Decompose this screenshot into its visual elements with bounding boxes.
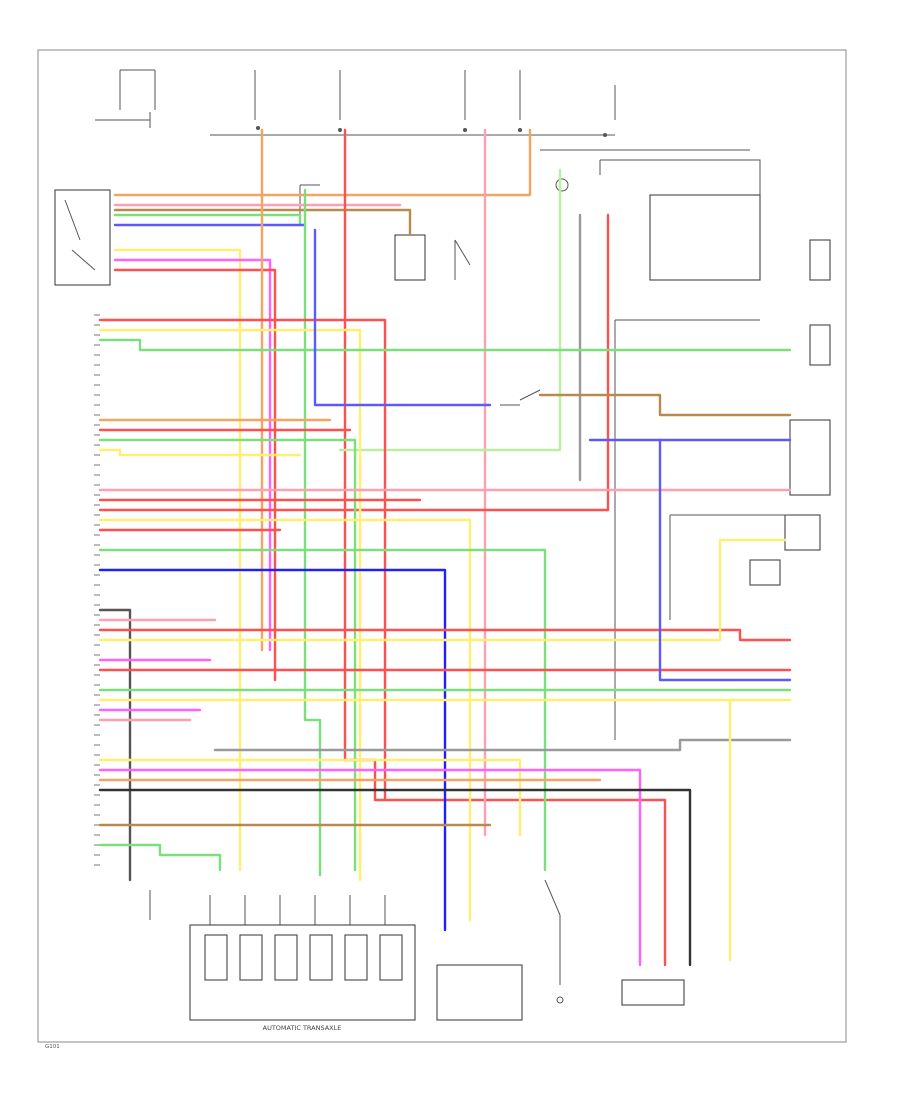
wire-green-top (113, 213, 302, 227)
diagram-frame (37, 49, 847, 1043)
ground-label: G101 (45, 1044, 60, 1050)
wire-red-right-vertical (98, 213, 610, 512)
wire-yellow-sensor (113, 248, 242, 872)
transaxle-connector: AUTOMATIC TRANSAXLE (189, 895, 416, 1032)
right-side-modules (500, 194, 831, 740)
wire-yellow-horizontal-1 (98, 328, 362, 882)
wire-blue-lower-1 (658, 438, 792, 682)
wire-brown-top (113, 208, 412, 237)
wire-harness (98, 128, 792, 967)
wire-red-lower-1 (98, 628, 792, 642)
wire-black-lower-2 (98, 788, 692, 967)
wire-yellow-horizontal-2 (98, 448, 302, 457)
wire-blue-horizontal-5 (98, 568, 447, 932)
wire-black-lower-1 (98, 608, 132, 882)
wire-orange-top (113, 128, 532, 197)
wire-green-lower-2 (98, 843, 222, 872)
wire-yellow-lower-3 (98, 758, 522, 837)
wire-brown-horizontal-1 (538, 393, 792, 417)
wire-green-vertical (303, 188, 322, 877)
bottom-modules (149, 879, 685, 1021)
wire-gray-lower-1 (213, 738, 792, 752)
wire-red-sensor (113, 268, 277, 682)
wire-light-green-vertical (338, 168, 562, 452)
wire-yellow-horizontal-3 (98, 518, 472, 922)
wire-red-horizontal-1 (98, 318, 387, 802)
wire-blue-horizontal-1 (313, 228, 492, 407)
transaxle-caption: AUTOMATIC TRANSAXLE (263, 1024, 342, 1032)
left-sensor-connector (54, 189, 111, 286)
wire-green-horizontal-5 (98, 548, 547, 872)
wire-red-vertical (343, 128, 667, 967)
wire-green-horizontal-1 (98, 338, 792, 352)
wire-green-horizontal-2 (98, 438, 357, 872)
wire-magenta-lower-3 (98, 768, 642, 967)
top-fuse-blocks (95, 69, 761, 200)
wire-yellow-lower-1 (98, 538, 787, 642)
pcm-connector-pins (94, 314, 100, 866)
